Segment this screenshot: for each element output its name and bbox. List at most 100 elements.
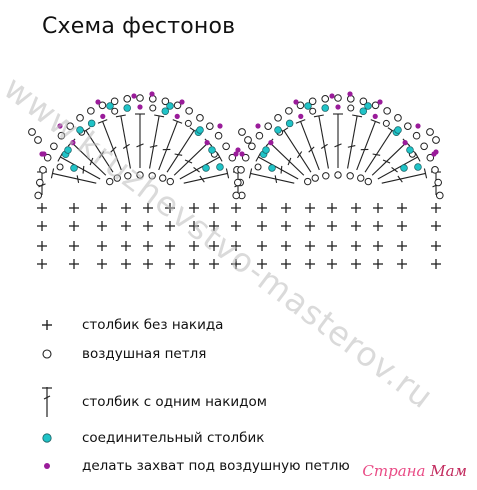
single-crochet-mark [165, 221, 175, 231]
chain-stitch-mark [346, 172, 354, 180]
legend-label: столбик без накида [82, 317, 224, 333]
single-crochet-mark [121, 221, 131, 231]
single-crochet-mark [431, 259, 441, 269]
single-crochet-mark [351, 241, 361, 251]
purple-dot-mark [174, 113, 180, 119]
single-crochet-mark [373, 241, 383, 251]
purple-dot-mark [298, 113, 304, 119]
double-crochet-mark [248, 168, 295, 184]
chain-stitch-mark [238, 128, 246, 136]
double-crochet-mark [313, 114, 329, 169]
legend-item-slip-stitch: соединительный столбик [36, 428, 264, 448]
single-crochet-mark [397, 259, 407, 269]
slip-stitch-mark [208, 146, 216, 154]
single-crochet-mark [351, 259, 361, 269]
chain-stitch-mark [148, 95, 157, 103]
chain-stitch-mark [321, 95, 330, 103]
chain-stitch-mark [274, 114, 282, 122]
scallop-chart [28, 91, 444, 269]
chain-stitch-mark [222, 142, 230, 151]
purple-dot-mark [70, 140, 76, 146]
double-crochet-mark [347, 114, 363, 169]
single-crochet-mark [165, 241, 175, 251]
chain-stitch-mark [435, 191, 444, 200]
single-crochet-mark [397, 221, 407, 231]
single-crochet-mark [327, 259, 337, 269]
chain-stitch-mark [434, 178, 442, 187]
single-crochet-mark [143, 221, 153, 231]
slip-stitch-mark [196, 126, 204, 134]
single-crochet-mark [281, 241, 291, 251]
chain-stitch-mark [426, 153, 435, 162]
purple-dot-mark [402, 140, 408, 146]
chain-stitch-mark [111, 107, 119, 115]
single-crochet-mark [143, 241, 153, 251]
chain-stitch-mark [357, 174, 365, 182]
purple-dot-icon [36, 456, 58, 476]
legend-item-single-crochet: столбик без накида [36, 315, 223, 335]
double-crochet-mark [179, 152, 223, 180]
double-crochet-mark [364, 127, 397, 173]
double-crochet-mark [50, 168, 97, 184]
chain-stitch-mark [159, 174, 167, 182]
chain-stitch-mark [420, 142, 428, 151]
chain-stitch-mark [76, 114, 84, 122]
chain-stitch-mark [285, 107, 293, 115]
chain-stitch-mark [184, 119, 192, 127]
single-crochet-mark [97, 241, 107, 251]
chain-stitch-mark [248, 142, 256, 151]
chain-stitch-mark [28, 128, 36, 136]
single-crochet-mark [121, 259, 131, 269]
slip-stitch-mark [359, 107, 368, 115]
chain-stitch-mark [36, 178, 44, 187]
purple-dot-mark [235, 147, 241, 153]
purple-dot-mark [217, 123, 223, 129]
single-crochet-mark [69, 203, 79, 213]
slip-stitch-mark [400, 164, 408, 172]
slip-stitch-mark [76, 126, 84, 134]
purple-dot-mark [255, 123, 261, 129]
single-crochet-mark [209, 241, 219, 251]
chain-stitch-mark [113, 174, 121, 182]
single-crochet-mark [257, 203, 267, 213]
purple-dot-mark [268, 140, 274, 146]
chain-stitch-mark [347, 104, 355, 112]
single-crochet-mark [431, 241, 441, 251]
chain-stitch-mark [237, 166, 245, 174]
single-crochet-mark [305, 259, 315, 269]
legend-label: соединительный столбик [82, 430, 265, 446]
purple-dot-mark [204, 140, 210, 146]
slip-stitch-mark [70, 164, 78, 172]
chain-stitch-mark [149, 104, 157, 112]
single-crochet-mark [327, 221, 337, 231]
legend-label: делать захват под воздушную петлю [82, 458, 350, 474]
single-crochet-mark [37, 241, 47, 251]
chain-stitch-mark [241, 153, 250, 162]
single-crochet-mark [37, 221, 47, 231]
single-crochet-mark [97, 203, 107, 213]
chain-stitch-mark [383, 107, 391, 115]
diagram-title: Схема фестонов [42, 14, 236, 39]
chain-stitch-mark [382, 119, 390, 127]
slip-stitch-mark [268, 164, 276, 172]
chain-stitch-mark [106, 177, 114, 186]
purple-dot-mark [372, 113, 378, 119]
purple-dot-mark [347, 91, 353, 97]
single-crochet-mark [143, 259, 153, 269]
single-crochet-mark [165, 203, 175, 213]
single-crochet-mark [231, 221, 241, 231]
purple-dot-mark [433, 149, 439, 155]
single-crochet-mark [37, 203, 47, 213]
single-crochet-mark [69, 259, 79, 269]
single-crochet-mark [327, 241, 337, 251]
single-crochet-mark [121, 241, 131, 251]
slip-stitch-mark [304, 102, 312, 110]
single-crochet-mark [373, 203, 383, 213]
chain-stitch-mark [185, 107, 193, 115]
chain-stitch-mark [412, 131, 421, 140]
chain-stitch-mark [123, 95, 132, 103]
single-crochet-mark [231, 259, 241, 269]
double-crochet-mark [295, 119, 320, 171]
slip-stitch-mark [87, 119, 96, 128]
chain-stitch-mark [110, 97, 119, 106]
